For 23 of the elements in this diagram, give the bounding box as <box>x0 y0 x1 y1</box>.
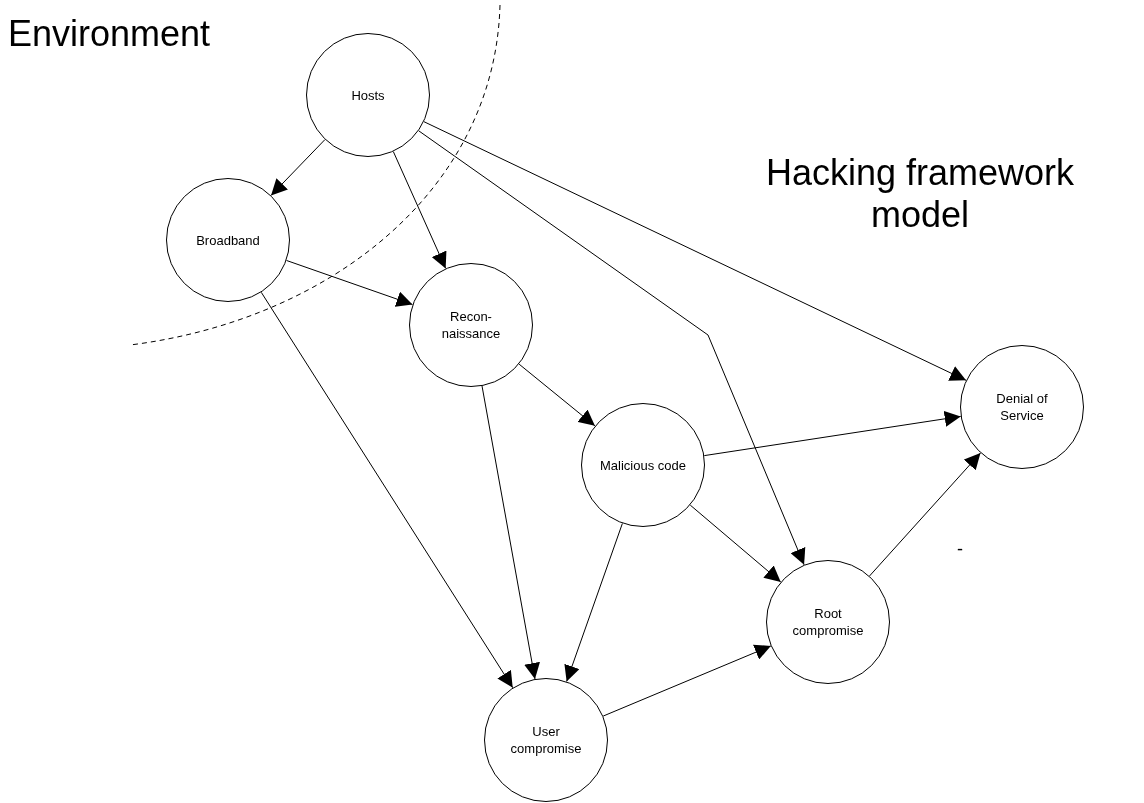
node-label: Hosts <box>350 86 386 104</box>
arrow <box>602 644 772 717</box>
arrow <box>481 385 540 680</box>
arrow <box>518 363 596 427</box>
arrow <box>418 130 806 566</box>
region-label: Environment <box>8 14 211 54</box>
node-label: Broadband <box>195 231 261 249</box>
mark-label: - <box>957 538 963 560</box>
node-label: User compromise <box>509 723 583 757</box>
arrow <box>423 121 967 381</box>
arrow <box>869 452 981 577</box>
arrow <box>286 259 413 307</box>
arrow <box>392 151 447 269</box>
arrow <box>689 504 782 583</box>
node-label: Malicious code <box>599 456 687 474</box>
arrow <box>270 139 326 196</box>
node-label: Denial of Service <box>995 390 1049 424</box>
arrow <box>703 410 962 457</box>
node-label: Root compromise <box>791 605 865 639</box>
diagram-title: Hacking framework model <box>764 152 1076 236</box>
node-label: Recon- naissance <box>440 308 502 342</box>
arrow <box>260 291 514 689</box>
arrow <box>564 522 623 683</box>
